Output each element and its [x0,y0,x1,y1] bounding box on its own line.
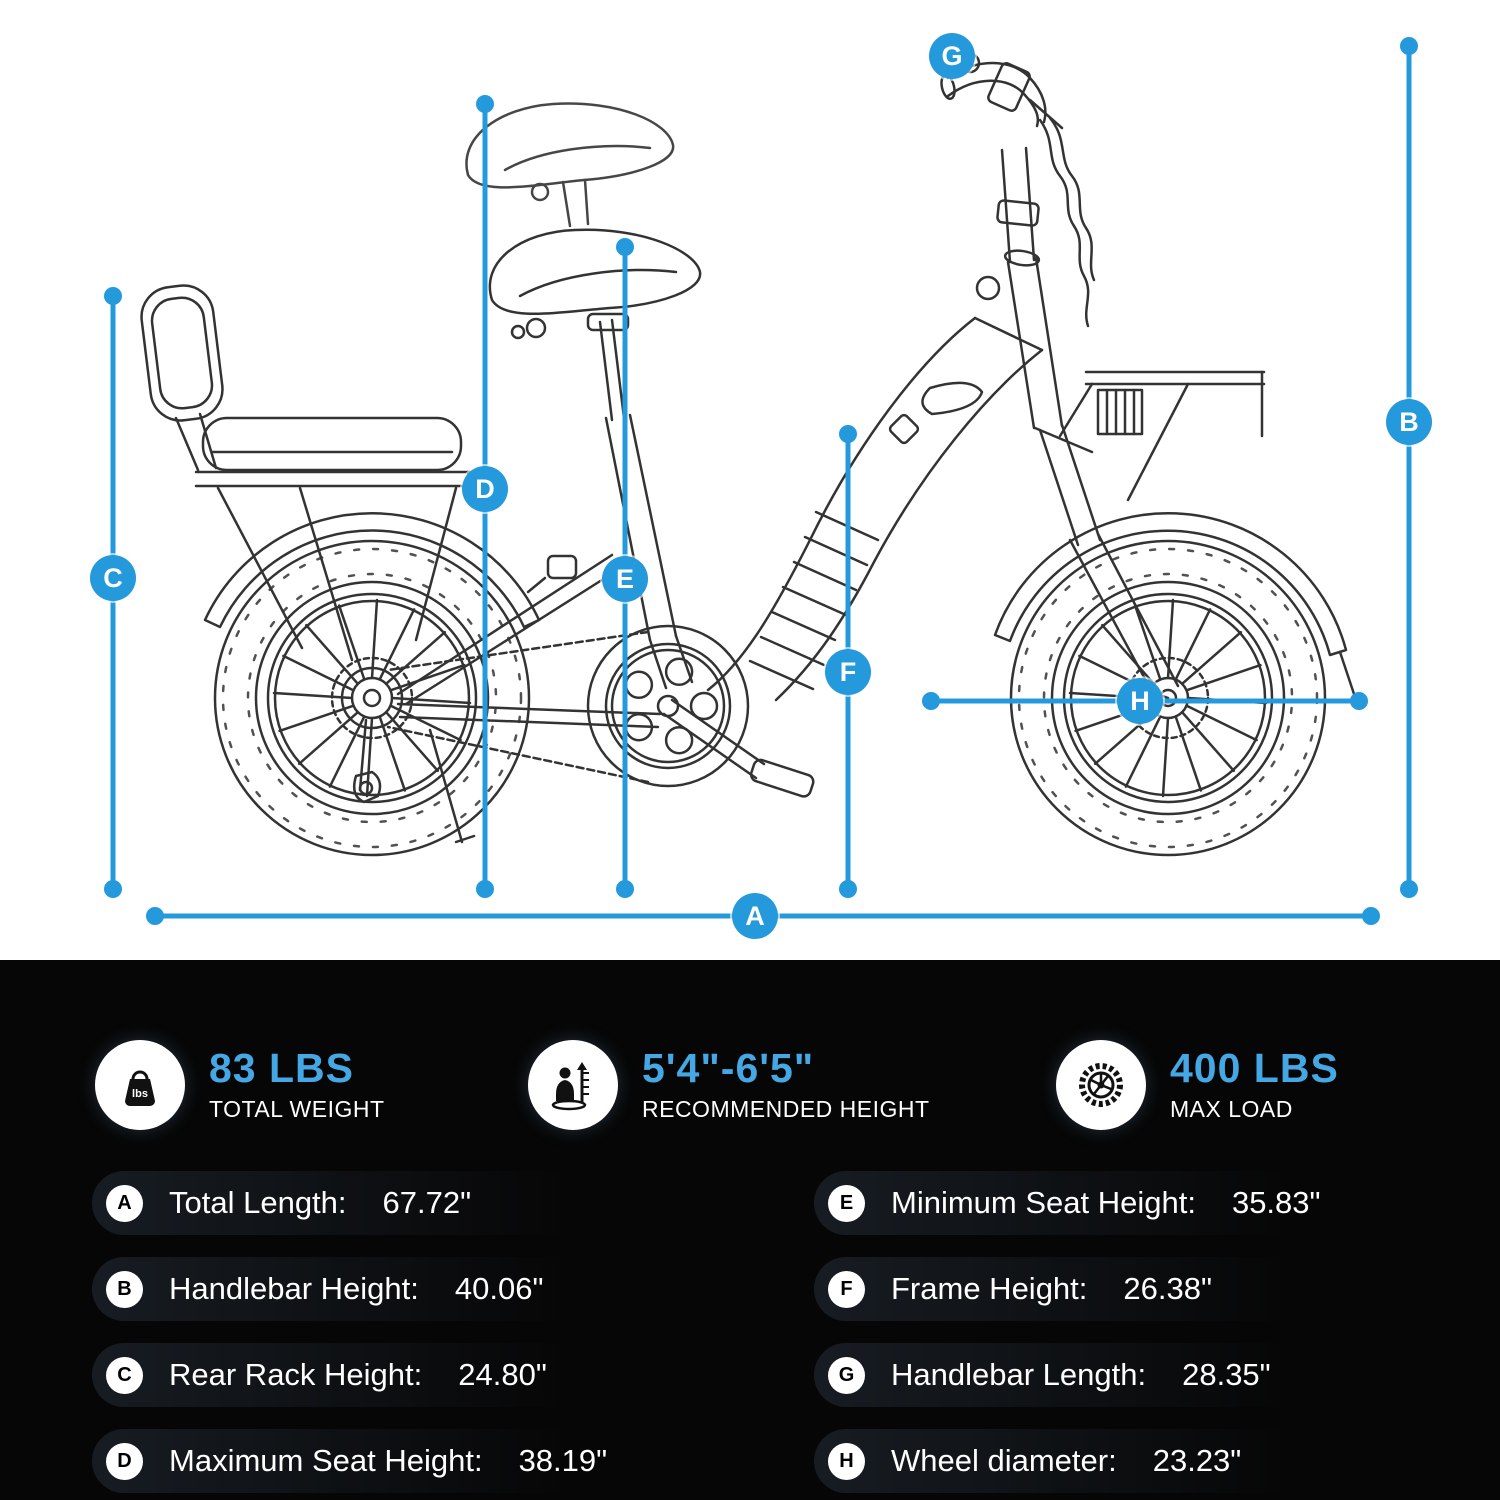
spec-letter-badge: B [106,1270,143,1308]
frame [396,316,1044,844]
front-rack [1058,370,1266,502]
spec-value: 35.83" [1231,1185,1321,1220]
spec-label: Wheel diameter: [891,1443,1117,1478]
spec-value: 28.35" [1182,1357,1271,1392]
spec-label: Rear Rack Height: [169,1357,423,1392]
spec-value: 24.80" [458,1357,547,1392]
bike-dimension-diagram: A B C D E F G H [90,33,1432,939]
dimension-marker-b: B [1386,399,1432,445]
highlight-value: 83 LBS [209,1044,354,1091]
highlight-total-weight: lbs 83 LBS TOTAL WEIGHT [95,1040,385,1130]
highlight-max-load: 400 LBS MAX LOAD [1056,1040,1339,1130]
rear-rack [140,284,472,662]
spec-label: Maximum Seat Height: [169,1443,483,1478]
spec-letter-badge: H [828,1442,865,1480]
spec-value: 26.38" [1123,1271,1212,1306]
spec-value: 38.19" [518,1443,608,1478]
handlebar-assembly [940,52,1096,430]
spec-label: Handlebar Height: [169,1271,419,1306]
front-fork [1033,423,1180,700]
dimension-marker-a: A [732,893,778,939]
spec-letter-badge: A [106,1184,143,1222]
spec-letter-badge: C [106,1356,143,1394]
highlight-value: 5'4"-6'5" [642,1044,815,1091]
spec-row-max-seat-height: D Maximum Seat Height: 38.19" [92,1429,732,1493]
spec-letter-badge: D [106,1442,143,1480]
drivetrain [353,624,815,804]
spec-label: Total Length: [169,1185,347,1220]
dimension-lines [104,37,1418,925]
spec-label: Frame Height: [891,1271,1088,1306]
highlight-value: 400 LBS [1170,1044,1339,1091]
spec-row-min-seat-height: E Minimum Seat Height: 35.83" [814,1171,1454,1235]
spec-row-handlebar-height: B Handlebar Height: 40.06" [92,1257,732,1321]
highlight-label: MAX LOAD [1170,1096,1293,1123]
rear-fender [203,511,541,629]
spec-value: 67.72" [382,1185,472,1220]
dimension-marker-g: G [929,33,975,79]
spec-row-wheel-diameter: H Wheel diameter: 23.23" [814,1429,1454,1493]
svg-text:lbs: lbs [132,1088,148,1100]
highlight-label: RECOMMENDED HEIGHT [642,1096,930,1123]
spec-row-frame-height: F Frame Height: 26.38" [814,1257,1454,1321]
height-person-icon [528,1040,618,1130]
spec-label: Handlebar Length: [891,1357,1147,1392]
spec-row-rear-rack-height: C Rear Rack Height: 24.80" [92,1343,732,1407]
highlight-recommended-height: 5'4"-6'5" RECOMMENDED HEIGHT [528,1040,930,1130]
saddle-min-height [488,228,702,422]
spec-value: 40.06" [454,1271,544,1306]
spec-letter-badge: G [828,1356,865,1394]
spec-label: Minimum Seat Height: [891,1185,1196,1220]
spec-value: 23.23" [1152,1443,1242,1478]
spec-row-handlebar-length: G Handlebar Length: 28.35" [814,1343,1454,1407]
dimension-marker-h: H [1117,678,1163,724]
highlight-label: TOTAL WEIGHT [209,1096,385,1123]
saddle-max-height [465,102,675,228]
spec-letter-badge: E [828,1184,865,1222]
spec-row-total-length: A Total Length: 67.72" [92,1171,732,1235]
bike-line-art [104,37,1418,925]
rear-wheel [213,539,531,857]
dimension-marker-e: E [602,556,648,602]
spec-panel: lbs 83 LBS TOTAL WEIGHT [0,960,1500,1500]
dimension-marker-d: D [462,466,508,512]
spec-letter-badge: F [828,1270,865,1308]
dimension-marker-f: F [825,649,871,695]
weight-bag-icon: lbs [95,1040,185,1130]
tire-icon [1056,1040,1146,1130]
dimension-marker-c: C [90,555,136,601]
front-wheel [1009,539,1327,857]
